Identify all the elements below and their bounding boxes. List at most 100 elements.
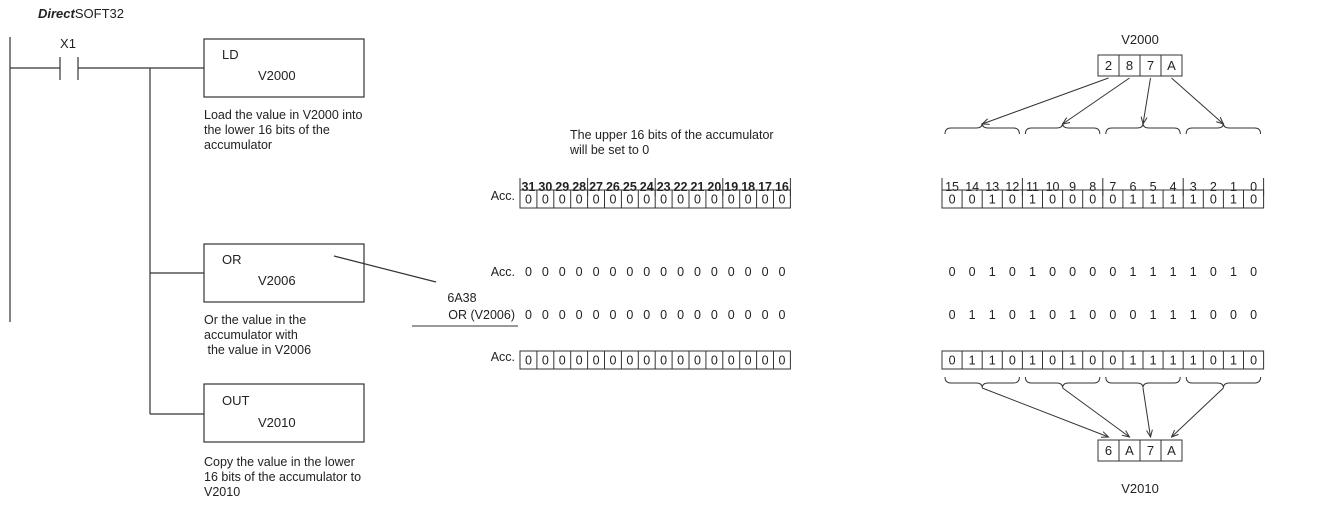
bit-value: 0 — [711, 265, 718, 279]
bit-value: 0 — [593, 308, 600, 322]
bit-value: 0 — [643, 193, 650, 207]
bit-value: 0 — [525, 193, 532, 207]
bit-value: 0 — [711, 193, 718, 207]
bit-value: 0 — [694, 308, 701, 322]
bit-value: 0 — [778, 265, 785, 279]
bit-value: 0 — [1109, 308, 1116, 322]
acc-row-label: Acc. — [491, 189, 515, 203]
bit-value: 0 — [1089, 354, 1096, 368]
upper-bits-note-line: will be set to 0 — [569, 143, 649, 157]
bit-value: 0 — [745, 308, 752, 322]
bit-value: 1 — [1150, 193, 1157, 207]
bit-value: 0 — [525, 265, 532, 279]
bit-value: 0 — [626, 354, 633, 368]
bit-value: 0 — [609, 265, 616, 279]
bit-value: 0 — [643, 265, 650, 279]
bit-value: 0 — [762, 354, 769, 368]
bit-value: 0 — [525, 354, 532, 368]
nibble-brace — [1185, 376, 1262, 388]
bit-value: 0 — [1250, 308, 1257, 322]
or-operand: V2006 — [258, 273, 296, 288]
bit-value: 0 — [559, 265, 566, 279]
bit-value: 1 — [1170, 308, 1177, 322]
hex-digit: 8 — [1126, 58, 1133, 73]
bit-value: 0 — [542, 308, 549, 322]
bit-value: 0 — [593, 265, 600, 279]
bit-value: 1 — [1170, 354, 1177, 368]
bit-number-label: 0 — [1250, 180, 1257, 194]
bit-number-label: 8 — [1089, 180, 1096, 194]
bit-value: 0 — [643, 354, 650, 368]
bit-value: 1 — [1029, 193, 1036, 207]
bit-value: 0 — [576, 265, 583, 279]
bit-value: 1 — [969, 354, 976, 368]
bit-value: 1 — [1190, 308, 1197, 322]
nibble-brace — [1105, 123, 1181, 135]
bit-value: 1 — [1230, 193, 1237, 207]
bit-value: 1 — [1150, 308, 1157, 322]
or-description-line: Or the value in the — [204, 313, 306, 327]
bit-value: 0 — [778, 308, 785, 322]
bit-value: 0 — [593, 193, 600, 207]
hex-digit-cell — [1160, 54, 1183, 77]
bit-value: 0 — [1109, 265, 1116, 279]
bit-value: 0 — [949, 265, 956, 279]
bit-value: 0 — [593, 354, 600, 368]
bit-value: 0 — [1250, 265, 1257, 279]
bit-value: 0 — [1109, 193, 1116, 207]
bit-value: 1 — [1029, 265, 1036, 279]
bit-value: 1 — [989, 354, 996, 368]
digit-to-nibble-arrow — [1172, 387, 1224, 437]
bit-value: 1 — [989, 193, 996, 207]
bit-value: 0 — [542, 193, 549, 207]
bit-value: 1 — [1029, 354, 1036, 368]
bit-number-label: 9 — [1069, 180, 1076, 194]
bit-value: 0 — [949, 354, 956, 368]
digit-to-nibble-arrow — [1063, 77, 1130, 124]
operand-pointer-line — [333, 255, 437, 283]
bit-value: 0 — [1009, 265, 1016, 279]
nibble-braces — [944, 123, 1262, 388]
bit-value: 0 — [728, 308, 735, 322]
bit-value: 0 — [542, 354, 549, 368]
nibble-brace — [1024, 376, 1101, 388]
bit-value: 0 — [576, 193, 583, 207]
acc-row-label: Acc. — [491, 350, 515, 364]
digit-to-nibble-arrow — [982, 387, 1108, 437]
bit-number-label: 2 — [1210, 180, 1217, 194]
operand-hex-label: 6A38 — [447, 291, 476, 305]
or-description-line: the value in V2006 — [204, 343, 311, 357]
bit-value: 1 — [1170, 265, 1177, 279]
nibble-brace — [1024, 123, 1101, 135]
dest-register-name: V2010 — [1121, 481, 1159, 496]
bit-value: 0 — [609, 354, 616, 368]
bit-number-label: 5 — [1150, 180, 1157, 194]
bit-number-label: 3 — [1190, 180, 1197, 194]
bit-value: 0 — [1009, 308, 1016, 322]
bit-value: 1 — [1150, 354, 1157, 368]
bit-value: 0 — [660, 193, 667, 207]
bit-value: 0 — [969, 193, 976, 207]
bit-value: 0 — [728, 193, 735, 207]
nibble-brace — [1185, 123, 1262, 135]
bit-value: 0 — [762, 265, 769, 279]
bit-value: 0 — [969, 265, 976, 279]
bit-value: 0 — [711, 354, 718, 368]
bit-value: 0 — [778, 193, 785, 207]
bit-value: 0 — [643, 308, 650, 322]
hex-digit: 2 — [1105, 58, 1112, 73]
bit-value: 0 — [542, 265, 549, 279]
bit-value: 0 — [677, 308, 684, 322]
bit-value: 0 — [1009, 193, 1016, 207]
bit-value: 0 — [694, 354, 701, 368]
bit-value: 0 — [745, 265, 752, 279]
bit-value: 0 — [1109, 354, 1116, 368]
bit-value: 0 — [660, 265, 667, 279]
bit-value: 1 — [1230, 354, 1237, 368]
ld-description-line: Load the value in V2000 into — [204, 108, 363, 122]
bit-value: 0 — [778, 354, 785, 368]
digit-to-nibble-arrow — [1142, 387, 1151, 437]
bit-value: 0 — [1089, 193, 1096, 207]
